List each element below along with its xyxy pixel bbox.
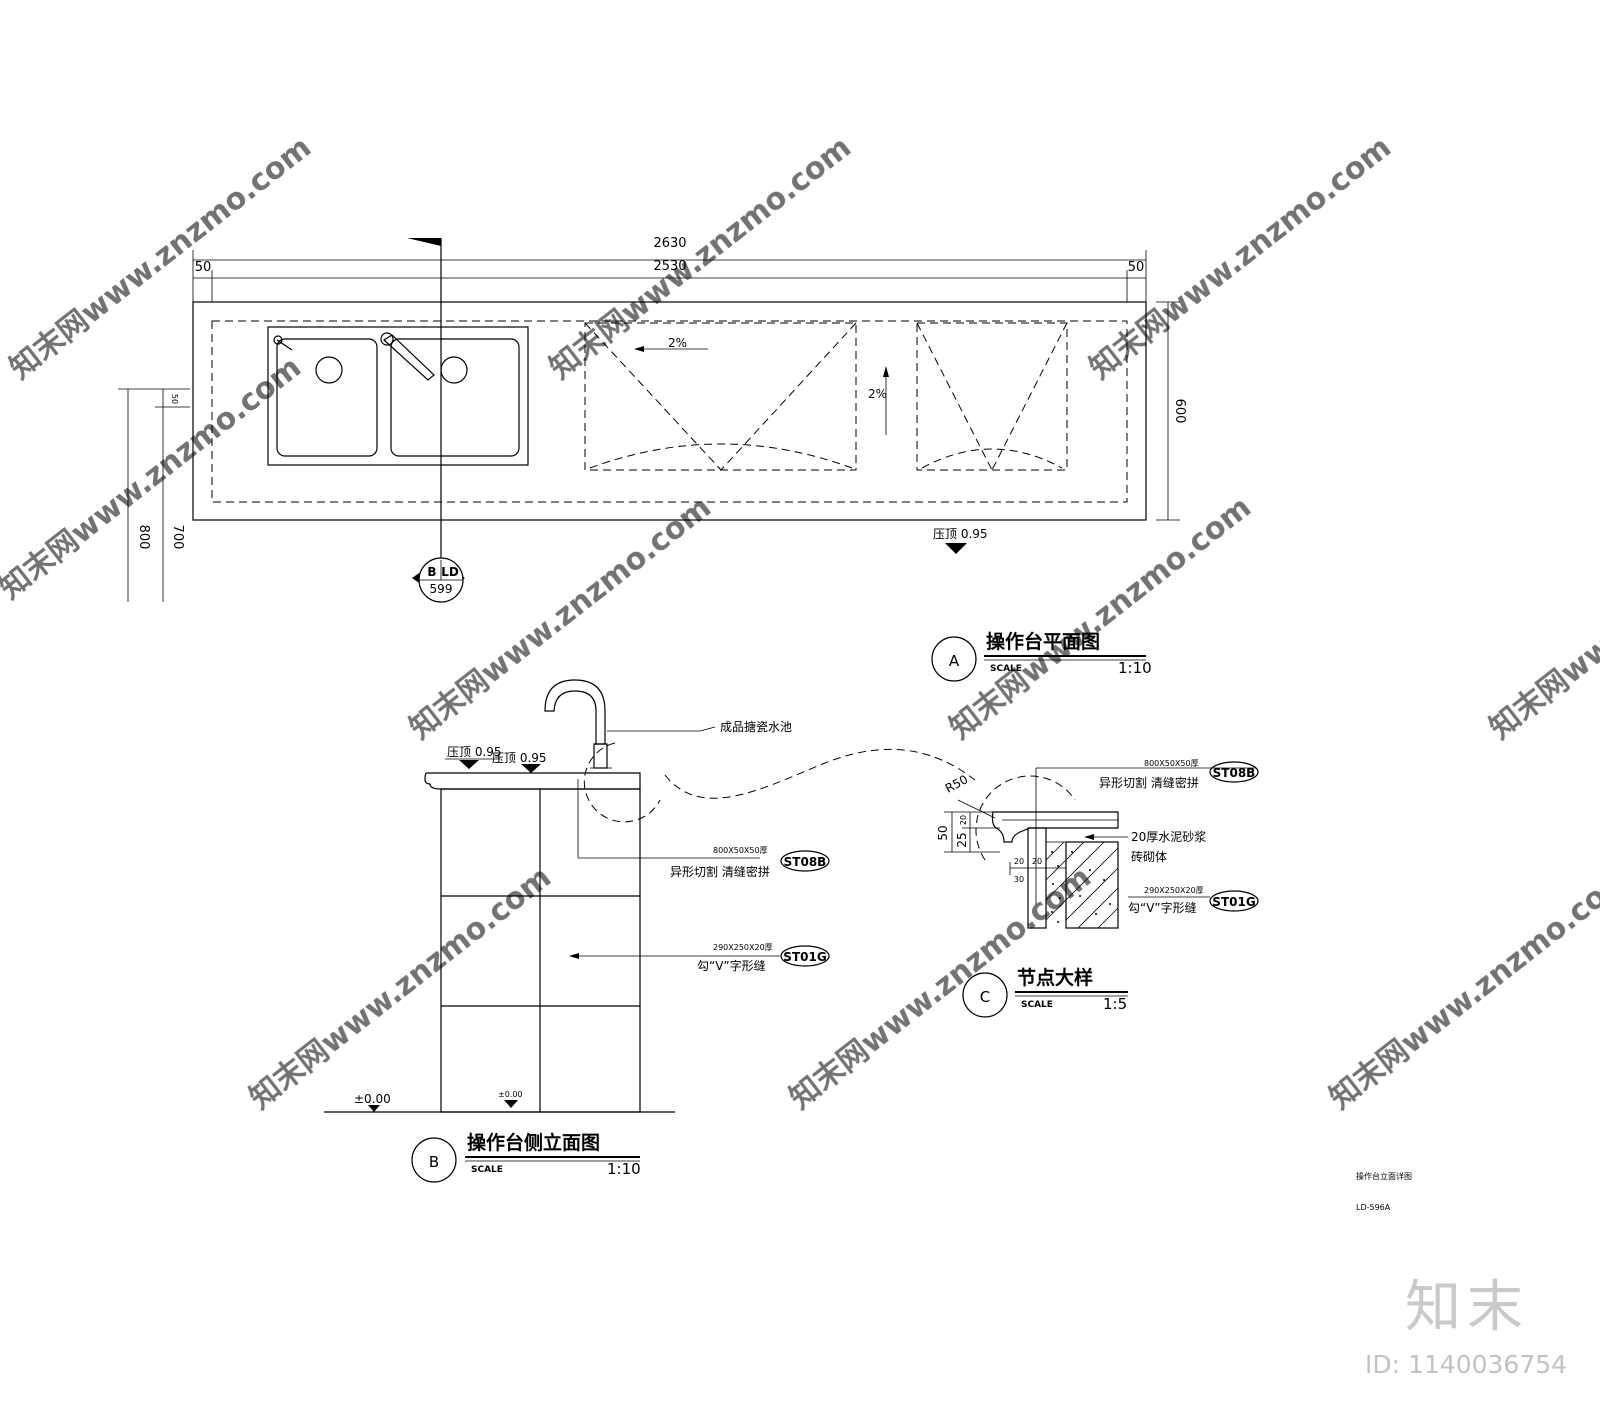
detail-scale-label: SCALE [1021,1000,1053,1010]
section-letter: B [427,565,436,579]
detail-tag-cap: ST08B [1213,766,1256,780]
double-sink [267,326,529,466]
dim-depth: 600 [1172,399,1187,424]
elev-tag-tile: ST01G [783,950,826,964]
brick-hatch [1065,841,1119,929]
detail-note-cap-desc: 异形切割 清缝密拼 [1099,775,1199,790]
detail-note-tile-desc: 勾“V”字形缝 [1128,900,1197,915]
brand-logo: 知末 [1405,1275,1529,1340]
elev-note-tile-spec: 290X250X20厚 [713,943,773,952]
faucet [544,679,612,769]
watermark: 知末网www.znzmo.com [243,860,558,1117]
sheet-title: 操作台立面详图 [1356,1171,1412,1181]
plan-level-mark: 压顶 0.95 [933,527,988,541]
detail-title: 节点大样 [1017,966,1093,989]
elev-note-sink: 成品搪瓷水池 [720,719,792,734]
detail-radius: R50 [943,772,970,795]
detail-scale-ratio: 1:5 [1103,995,1127,1013]
detail-dim-20-b: 20 [1032,857,1042,866]
detail-dim-20-v: 20 [959,815,968,825]
plan-view: 2630 2530 50 50 2% [118,236,1187,682]
drain-tray-small [916,322,1068,471]
plan-label-letter: A [949,652,960,670]
dim-left-margin: 50 [195,260,212,275]
section-sheet: LD [441,565,459,579]
detail-note-mortar: 20厚水泥砂浆 [1131,829,1206,844]
watermark: 知末网www.znzmo.com [403,490,718,747]
sheet-number: LD-596A [1356,1203,1391,1212]
plan-title-block: A 操作台平面图 SCALE 1:10 [931,630,1152,682]
elev-level-ground-center: ±0.00 [498,1090,523,1099]
side-elevation: 压顶 0.95 压顶 0.95 ±0.00 ±0.00 成品搪瓷水池 800X5… [324,679,976,1183]
dim-right-margin: 50 [1128,260,1145,275]
elev-level-top-right: 压顶 0.95 [492,751,547,765]
detail-note-tile-spec: 290X250X20厚 [1144,886,1204,895]
watermark: 知末网www.znzmo.com [0,350,308,607]
section-number: 599 [430,582,453,596]
cap-stone [424,772,641,790]
detail-tag-tile: ST01G [1212,895,1255,909]
detail-dim-25: 25 [955,832,969,847]
slope-horizontal: 2% [668,336,687,350]
counter-inner-line [211,320,1128,503]
detail-dim-30: 30 [1014,875,1024,884]
detail-title-block: C 节点大样 SCALE 1:5 [962,966,1128,1018]
watermark: 知末网www.znzmo.com [3,130,318,387]
elev-note-tile-desc: 勾“V”字形缝 [697,958,766,973]
dim-height-800: 800 [136,525,151,550]
dim-inner: 2530 [653,259,686,274]
elev-tag-cap: ST08B [784,855,827,869]
elev-level-top-left: 压顶 0.95 [447,745,502,759]
detail-note-cap-spec: 800X50X50厚 [1144,759,1199,768]
detail-link-curve [664,748,976,799]
detail-label-letter: C [980,988,990,1006]
section-marker: B LD 599 [412,556,465,603]
elev-label-letter: B [429,1153,439,1171]
plan-scale-ratio: 1:10 [1118,659,1152,677]
elev-note-cap-desc: 异形切割 清缝密拼 [670,864,770,879]
counter-outline [192,301,1147,521]
watermark: 知末网www.znzmo.com [1483,490,1600,747]
elevation-title-block: B 操作台侧立面图 SCALE 1:10 [411,1131,641,1183]
detail-callout [583,742,661,823]
slope-vertical: 2% [868,387,887,401]
image-id: ID: 1140036754 [1365,1350,1567,1379]
drain-tray-large: 2% [584,322,857,471]
detail-note-brick: 砖砌体 [1131,849,1167,864]
watermark: 知末网www.znzmo.com [1323,860,1600,1117]
elev-level-ground-left: ±0.00 [354,1092,391,1106]
dim-height-700: 700 [170,525,185,550]
detail-cap-profile [991,811,1119,843]
detail-dim-20-a: 20 [1014,857,1024,866]
watermark: 知末网www.znzmo.com [943,490,1258,747]
dim-height-50: 50 [170,394,179,404]
elev-note-cap-spec: 800X50X50厚 [713,846,768,855]
watermark: 知末网www.znzmo.com [543,130,858,387]
dim-total: 2630 [653,236,686,251]
elev-scale-label: SCALE [471,1165,503,1175]
plan-title: 操作台平面图 [986,630,1100,653]
watermark: 知末网www.znzmo.com [1083,130,1398,387]
elev-title: 操作台侧立面图 [467,1131,600,1154]
mortar-dots [1051,851,1111,923]
plan-scale-label: SCALE [990,664,1022,674]
elev-scale-ratio: 1:10 [607,1160,641,1178]
detail-dim-50: 50 [936,825,950,840]
